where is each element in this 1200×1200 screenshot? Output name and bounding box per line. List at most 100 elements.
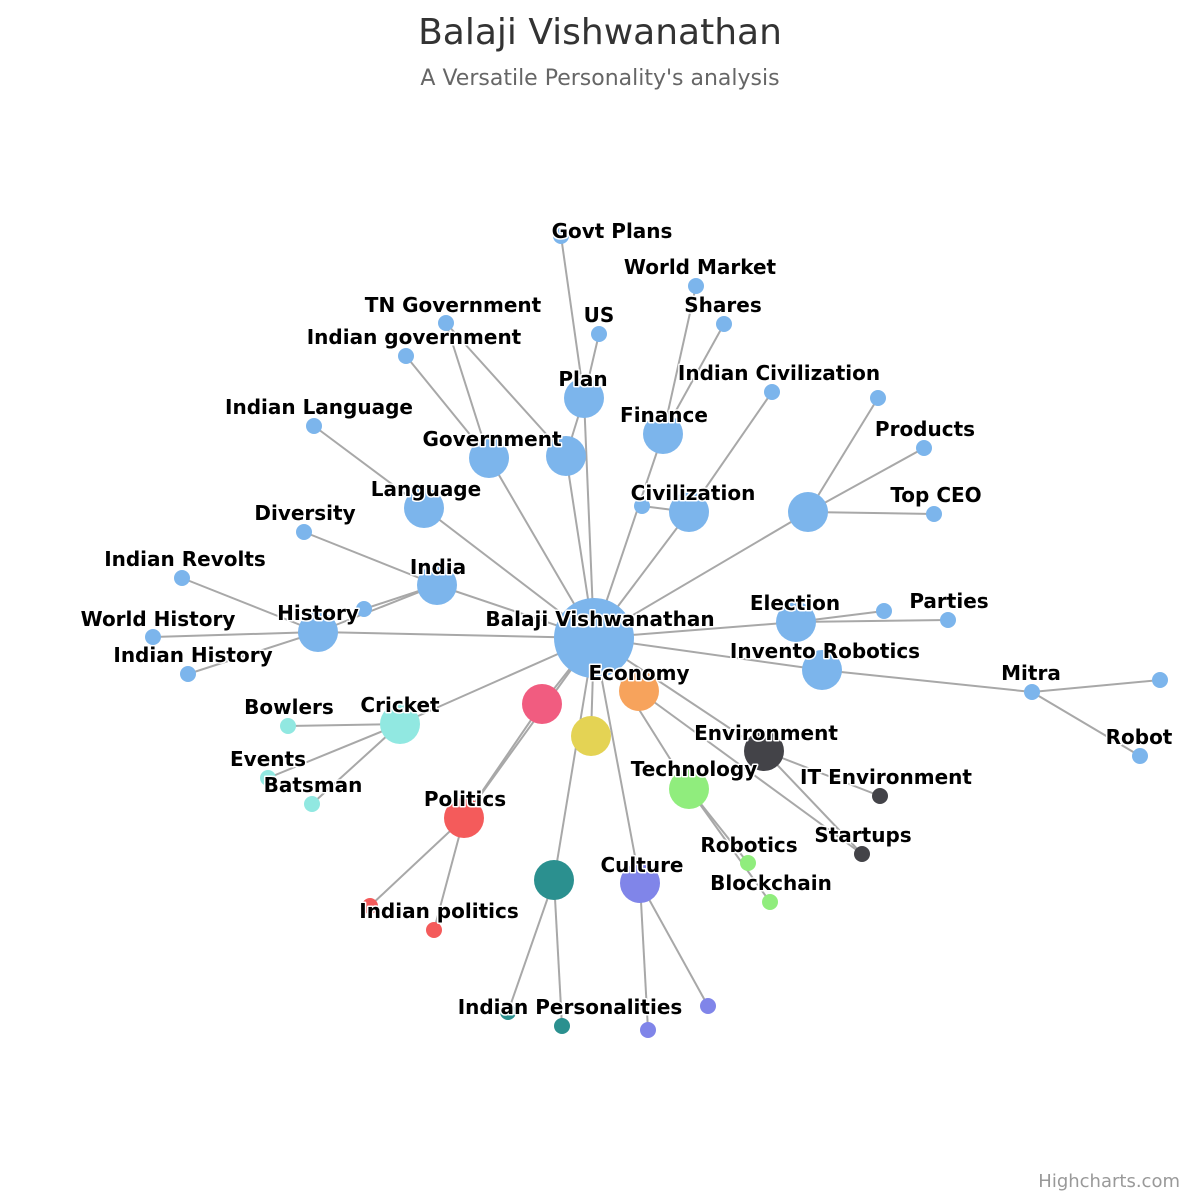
link-companyhub-to-companyleaf	[807, 397, 879, 513]
node-personalitiesleaf[interactable]	[500, 1004, 516, 1020]
node-indian-civilization[interactable]	[764, 384, 780, 400]
node-diversity[interactable]	[296, 524, 312, 540]
node-plan[interactable]	[564, 378, 604, 418]
link-mitra-to-robot	[1031, 691, 1141, 757]
link-election-to-parties	[795, 619, 949, 623]
node-cultureleafb[interactable]	[640, 1022, 656, 1038]
link-history-to-world-history	[152, 631, 319, 638]
node-civilization[interactable]	[669, 492, 709, 532]
node-balaji-vishwanathan[interactable]	[554, 598, 634, 678]
node-cricket[interactable]	[380, 704, 420, 744]
node-events[interactable]	[260, 770, 276, 786]
node-history[interactable]	[298, 612, 338, 652]
node-startups[interactable]	[854, 846, 870, 862]
node-label-bowlers: Bowlers	[244, 695, 334, 719]
node-label-shares: Shares	[684, 293, 761, 317]
node-mitraleaf[interactable]	[1152, 672, 1168, 688]
node-label-mitra: Mitra	[1001, 661, 1061, 685]
node-cultureleafa[interactable]	[700, 998, 716, 1014]
node-indian-politics[interactable]	[426, 922, 442, 938]
link-finance-to-shares	[662, 323, 725, 435]
node-label-blockchain: Blockchain	[710, 871, 832, 895]
node-world-history[interactable]	[145, 629, 161, 645]
node-finance[interactable]	[643, 414, 683, 454]
link-india-to-history	[317, 584, 438, 633]
link-india-to-diversity	[303, 531, 438, 586]
node-personalitieshub[interactable]	[534, 860, 574, 900]
link-politics-to-politicsleaf	[369, 817, 465, 907]
node-label-government: Government	[422, 427, 562, 451]
node-indian-personalities[interactable]	[554, 1018, 570, 1034]
node-us[interactable]	[591, 326, 607, 342]
node-planhub[interactable]	[546, 436, 586, 476]
node-politicsleaf[interactable]	[362, 898, 378, 914]
link-balaji-vishwanathan-to-plan	[583, 397, 595, 639]
link-government-to-tn-government	[445, 322, 490, 459]
node-batsman[interactable]	[304, 796, 320, 812]
node-govt-plans[interactable]	[553, 228, 569, 244]
node-parties[interactable]	[940, 612, 956, 628]
node-shares[interactable]	[716, 316, 732, 332]
node-label-environment: Environment	[694, 721, 838, 745]
node-india[interactable]	[417, 565, 457, 605]
node-environment[interactable]	[744, 731, 784, 771]
node-label-us: US	[584, 303, 615, 327]
node-bowlers[interactable]	[280, 718, 296, 734]
node-companyleaf[interactable]	[870, 390, 886, 406]
node-culture[interactable]	[620, 863, 660, 903]
link-personalitieshub-to-indian-personalities	[553, 879, 563, 1027]
node-blockchain[interactable]	[762, 894, 778, 910]
node-invento-robotics[interactable]	[802, 650, 842, 690]
node-label-top-ceo: Top CEO	[890, 483, 981, 507]
node-label-economy: Economy	[588, 661, 689, 685]
node-robot[interactable]	[1132, 748, 1148, 764]
node-indian-revolts[interactable]	[174, 570, 190, 586]
node-robotics[interactable]	[740, 855, 756, 871]
node-label-products: Products	[875, 417, 975, 441]
node-label-indian-government: Indian government	[307, 325, 522, 349]
node-top-ceo[interactable]	[926, 506, 942, 522]
node-economy[interactable]	[619, 671, 659, 711]
link-civilization-to-indian-civilization	[688, 391, 773, 513]
link-finance-to-world-market	[662, 285, 697, 435]
node-label-it-environment: IT Environment	[800, 765, 972, 789]
node-label-finance: Finance	[620, 403, 708, 427]
node-indian-language[interactable]	[306, 418, 322, 434]
link-culture-to-cultureleafb	[639, 882, 649, 1031]
link-personalitieshub-to-personalitiesleaf	[507, 879, 555, 1013]
node-indian-government[interactable]	[398, 348, 414, 364]
link-invento-robotics-to-mitra	[821, 669, 1033, 693]
node-yellowhub[interactable]	[571, 716, 611, 756]
node-electionleaf[interactable]	[876, 603, 892, 619]
node-world-market[interactable]	[688, 278, 704, 294]
node-label-plan: Plan	[558, 367, 607, 391]
node-politics[interactable]	[444, 798, 484, 838]
node-label-startups: Startups	[814, 823, 911, 847]
node-pinkhub[interactable]	[522, 684, 562, 724]
node-language[interactable]	[404, 488, 444, 528]
node-mitra[interactable]	[1024, 684, 1040, 700]
node-label-diversity: Diversity	[254, 501, 355, 525]
node-label-parties: Parties	[909, 589, 988, 613]
link-politics-to-pinkhub	[463, 703, 543, 819]
node-label-world-history: World History	[81, 607, 236, 631]
node-it-environment[interactable]	[872, 788, 888, 804]
node-civleaf[interactable]	[634, 498, 650, 514]
node-label-robotics: Robotics	[700, 833, 797, 857]
node-government[interactable]	[469, 438, 509, 478]
node-indian-history[interactable]	[180, 666, 196, 682]
node-companyhub[interactable]	[788, 492, 828, 532]
node-technology[interactable]	[669, 769, 709, 809]
node-tn-government[interactable]	[438, 315, 454, 331]
node-label-indian-revolts: Indian Revolts	[104, 547, 266, 571]
node-label-indian-language: Indian Language	[225, 395, 413, 419]
node-label-civilization: Civilization	[631, 481, 756, 505]
node-indialeaf[interactable]	[356, 601, 372, 617]
credits-link[interactable]: Highcharts.com	[1038, 1171, 1180, 1192]
labels-layer: Balaji VishwanathanIndiaHistoryLanguageG…	[79, 218, 1174, 1021]
node-election[interactable]	[776, 602, 816, 642]
link-balaji-vishwanathan-to-culture	[593, 637, 641, 884]
node-label-technology: Technology	[631, 757, 758, 781]
node-products[interactable]	[916, 440, 932, 456]
